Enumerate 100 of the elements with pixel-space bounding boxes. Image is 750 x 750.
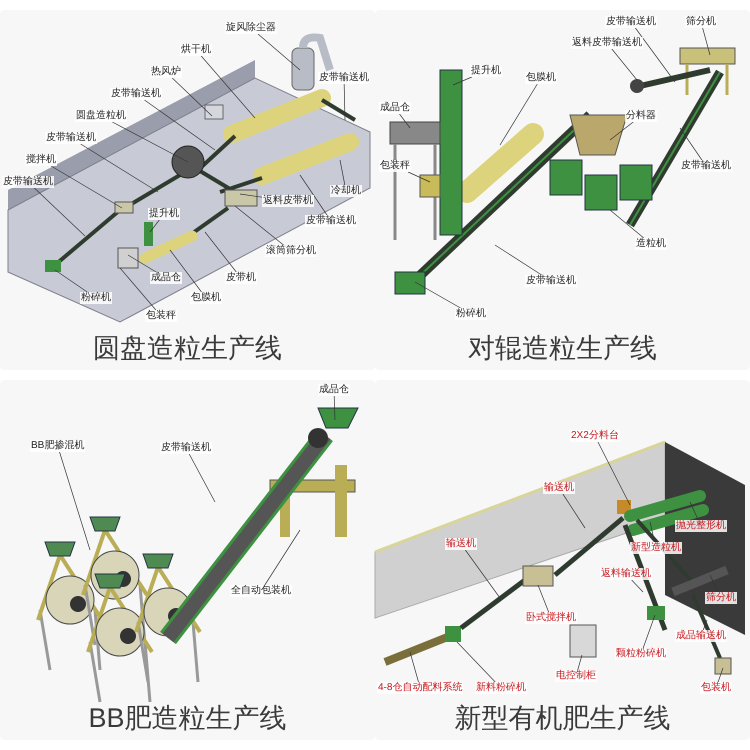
callout-label: 搅拌机 (25, 154, 57, 166)
callout-label: 返料输送机 (600, 568, 652, 580)
callout-label: 旋风除尘器 (225, 22, 277, 34)
callout-label: 筛分机 (705, 592, 737, 604)
leader-line (702, 28, 710, 56)
leader-line (150, 220, 160, 232)
callout-label: 包装机 (700, 682, 732, 694)
production-line-panel (375, 10, 750, 370)
callout-label: 皮带输送机 (2, 176, 54, 188)
panel-title: 新型有机肥生产线 (454, 702, 670, 734)
leader-line (414, 282, 461, 308)
panel-title: 对辊造粒生产线 (468, 332, 657, 364)
panel-title: 圆盘造粒生产线 (93, 332, 282, 364)
callout-label: 皮带输送机 (45, 132, 97, 144)
leader-line (264, 530, 300, 586)
leader-line (718, 668, 724, 682)
callout-label: 滚筒筛分机 (265, 245, 317, 257)
callout-label: 包装秤 (145, 310, 177, 322)
callout-label: 粉碎机 (455, 308, 487, 320)
production-line-panel (0, 380, 375, 740)
callout-label: 皮带输送机 (525, 275, 577, 287)
callout-label: 皮带输送机 (305, 215, 357, 227)
leader-line (710, 574, 718, 592)
production-line-panel (0, 10, 375, 370)
callout-label: 成品输送机 (675, 630, 727, 642)
callout-label: 热风炉 (150, 66, 182, 78)
leader-line (200, 56, 256, 118)
leader-line (204, 232, 237, 272)
leader-line (642, 614, 656, 648)
leader-line (120, 268, 156, 310)
leader-line (300, 174, 328, 216)
production-line-panel (375, 380, 750, 740)
leader-line (344, 84, 346, 120)
leader-line (610, 122, 634, 140)
leader-line (399, 114, 410, 128)
callout-label: 冷却机 (330, 185, 362, 197)
leader-line (631, 580, 644, 592)
callout-label: 皮带输送机 (680, 160, 732, 172)
leader-line (240, 194, 262, 198)
leader-line (128, 254, 156, 272)
leader-line (452, 76, 472, 86)
callout-label: 全自动包装机 (230, 585, 292, 597)
callout-label: 返料皮带机 (262, 195, 314, 207)
callout-label: 粉碎机 (80, 292, 112, 304)
callout-label: 卧式搅拌机 (525, 612, 577, 624)
leader-line (258, 34, 300, 70)
leader-line (456, 642, 496, 682)
callout-label: 包膜机 (190, 292, 222, 304)
callout-label: 烘干机 (180, 44, 212, 56)
callout-label: 包膜机 (525, 72, 557, 84)
callout-label: 皮带输送机 (605, 16, 657, 28)
callout-label: 输送机 (445, 538, 477, 550)
leader-line (112, 122, 188, 162)
leader-line (702, 620, 708, 630)
leader-line (50, 166, 122, 208)
callout-label: 颗粒粉碎机 (615, 648, 667, 660)
leader-line (334, 396, 336, 420)
callout-label: 造粒机 (635, 238, 667, 250)
leader-line (234, 206, 284, 246)
leader-line (59, 452, 90, 550)
callout-label: 筛分机 (685, 16, 717, 28)
callout-label: 皮带输送机 (160, 442, 212, 454)
leader-line (144, 100, 216, 150)
leader-line (650, 522, 655, 542)
callout-label: 皮带输送机 (318, 72, 370, 84)
callout-label: 4-8仓自动配料系统 (377, 682, 464, 694)
leader-line (340, 160, 346, 186)
callout-label: 皮带输送机 (110, 88, 162, 100)
leader-line (188, 454, 216, 502)
leader-line (538, 584, 549, 612)
callout-label: 包装秤 (379, 160, 411, 172)
callout-label: BB肥掺混机 (30, 440, 86, 452)
leader-line (54, 270, 88, 292)
leader-line (690, 502, 699, 520)
callout-label: 分料器 (625, 110, 657, 122)
leader-line (170, 250, 202, 292)
panel-title: BB肥造粒生产线 (88, 702, 287, 734)
leader-line (612, 48, 638, 80)
callout-label: 圆盘造粒机 (75, 110, 127, 122)
leader-line (464, 550, 500, 598)
callout-label: 皮带机 (225, 272, 257, 284)
leader-line (410, 652, 419, 682)
callout-label: 输送机 (543, 482, 575, 494)
callout-label: 返料皮带输送机 (571, 37, 643, 49)
leader-line (562, 494, 586, 528)
leader-line (577, 654, 582, 670)
callout-label: 成品仓 (379, 102, 411, 114)
callout-label: 成品仓 (318, 384, 350, 396)
leader-line (172, 78, 212, 116)
leader-line (610, 210, 644, 238)
leader-line (408, 172, 430, 182)
leader-line (500, 84, 538, 146)
callout-label: 提升机 (470, 65, 502, 77)
leader-line (80, 144, 158, 192)
callout-label: 成品仓 (150, 272, 182, 284)
leader-line (34, 188, 86, 236)
callout-label: 电控制柜 (555, 670, 597, 682)
callout-label: 抛光整形机 (675, 520, 727, 532)
leader-line (494, 244, 542, 276)
callout-label: 2X2分料台 (570, 430, 620, 442)
